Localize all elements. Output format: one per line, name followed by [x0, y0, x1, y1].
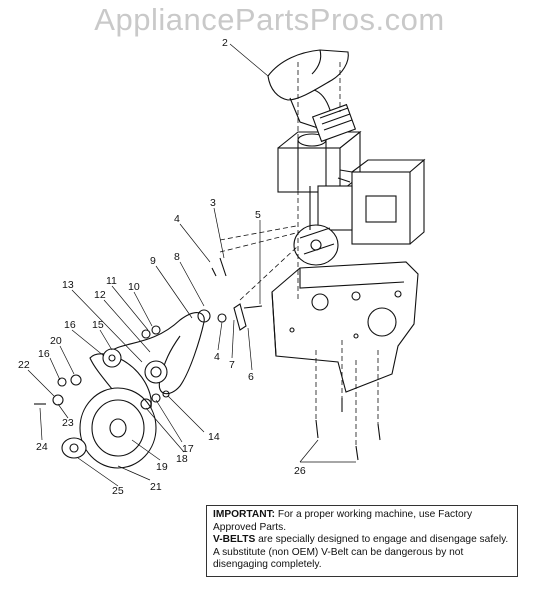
callout-label: 26	[294, 465, 306, 477]
callout-label: 16	[64, 319, 76, 331]
callout-labels: 2 3 4 5 9 8 11 10 13 12 16 15 20 16 22 4…	[18, 37, 306, 497]
callout-label: 16	[38, 348, 50, 360]
callout-label: 5	[255, 209, 261, 221]
callout-label: 19	[156, 461, 168, 473]
vbelts-text: are specially designed to engage and dis…	[213, 534, 509, 571]
vbelts-label: V-BELTS	[213, 534, 256, 546]
callout-label: 15	[92, 319, 104, 331]
callout-label: 4	[174, 213, 180, 225]
small-pulley-part[interactable]	[61, 437, 87, 459]
callout-label: 14	[208, 431, 220, 443]
callout-label: 7	[229, 359, 235, 371]
callout-label: 22	[18, 359, 30, 371]
callout-label: 9	[150, 255, 156, 267]
callout-label: 13	[62, 279, 74, 291]
callout-label: 4	[214, 351, 220, 363]
hardware-parts[interactable]	[34, 257, 381, 461]
callout-label: 3	[210, 197, 216, 209]
large-pulley-part[interactable]	[79, 387, 157, 469]
callout-label: 24	[36, 441, 48, 453]
callout-label: 11	[106, 275, 117, 287]
callout-label: 23	[62, 417, 74, 429]
callout-label: 8	[174, 251, 180, 263]
callout-label: 17	[182, 443, 194, 455]
callout-label: 20	[50, 335, 62, 347]
important-note-box: IMPORTANT: For a proper working machine,…	[206, 505, 518, 577]
important-text: For a proper working machine, use Factor…	[213, 509, 473, 533]
engine-part[interactable]	[277, 103, 426, 266]
important-label: IMPORTANT:	[213, 509, 276, 520]
idler-pulley-part[interactable]	[102, 348, 168, 384]
callout-label: 2	[222, 37, 228, 49]
callout-label: 25	[112, 485, 124, 497]
callout-label: 10	[128, 281, 140, 293]
callout-label: 12	[94, 289, 106, 301]
callout-label: 6	[248, 371, 254, 383]
site-watermark: AppliancePartsPros.com	[94, 2, 445, 37]
callout-label: 21	[150, 481, 162, 493]
callout-label: 18	[176, 453, 188, 465]
frame-plate-part[interactable]	[271, 261, 419, 393]
